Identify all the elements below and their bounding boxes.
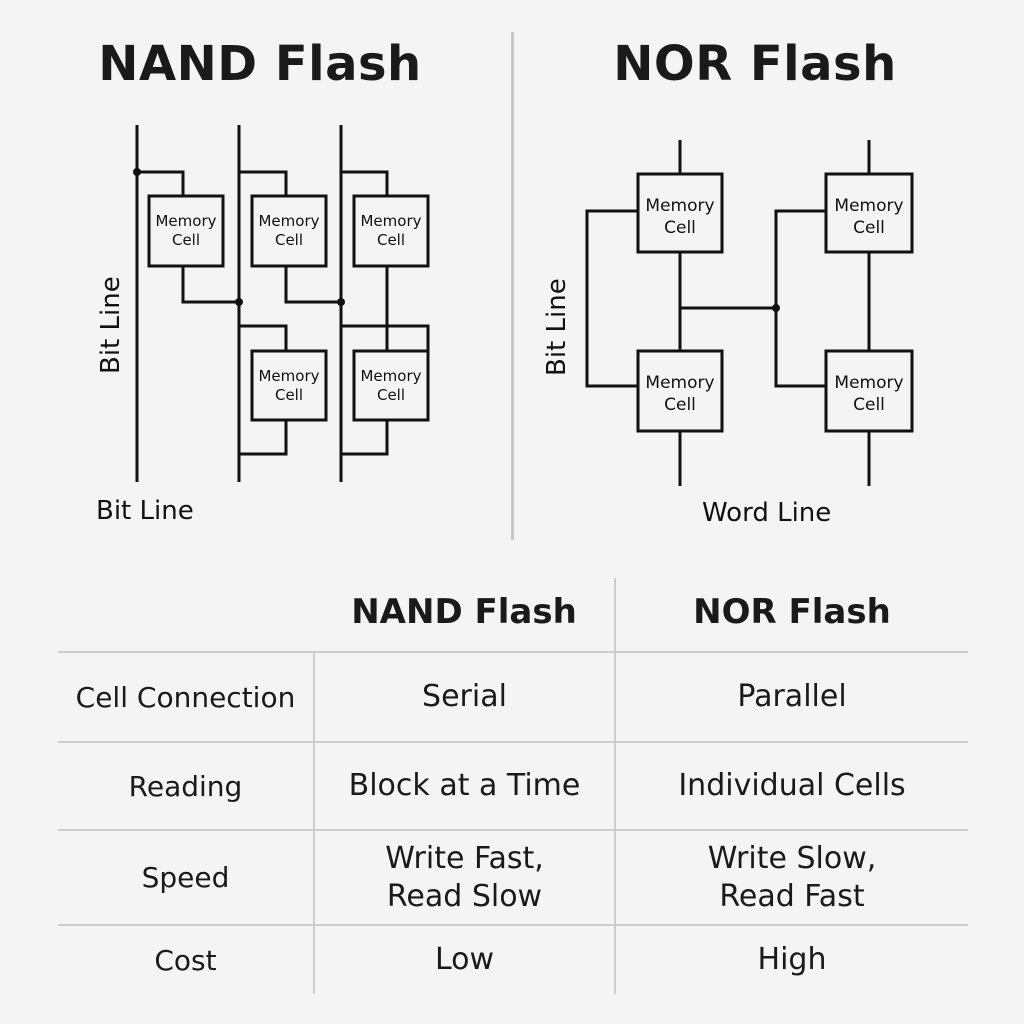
svg-text:Cell: Cell <box>664 218 696 238</box>
junction-dot <box>337 298 345 306</box>
svg-text:Cell: Cell <box>275 231 303 249</box>
svg-text:Cell: Cell <box>275 386 303 404</box>
nor-wire <box>585 209 638 388</box>
nor-wire <box>774 209 826 388</box>
nand-wire <box>341 420 389 456</box>
nand-memory-cell: Memory Cell <box>250 349 328 422</box>
table-header-nand: NAND Flash <box>351 592 577 632</box>
svg-text:Memory: Memory <box>258 367 319 385</box>
table-cell-nor: Parallel <box>737 679 847 715</box>
nor-bottom-label: Word Line <box>702 498 832 528</box>
nand-memory-cell: Memory Cell <box>352 194 430 268</box>
nand-wire <box>341 170 389 196</box>
table-divider <box>614 578 616 994</box>
table-cell-nor: Write Slow, Read Fast <box>707 841 877 914</box>
table-header-nor: NOR Flash <box>693 592 891 632</box>
nand-memory-cell: Memory Cell <box>352 349 430 422</box>
table-cell-nand: Serial <box>422 679 507 715</box>
table-row-label: Cost <box>154 943 217 977</box>
svg-text:Cell: Cell <box>377 386 405 404</box>
table-cell-nor: High <box>757 942 827 978</box>
svg-text:Cell: Cell <box>664 395 696 415</box>
table-divider <box>58 924 968 926</box>
nand-wire <box>137 170 185 196</box>
nand-wire <box>239 420 288 456</box>
nand-diagram: Memory Cell Memory Cell Memory Cell Memo… <box>133 125 430 482</box>
svg-text:Memory: Memory <box>645 196 714 216</box>
table-divider <box>313 652 315 994</box>
nor-memory-cell: Memory Cell <box>636 349 724 433</box>
nor-diagram-title: NOR Flash <box>613 36 897 92</box>
nand-wire <box>284 266 341 304</box>
nor-diagram: Memory Cell Memory Cell Memory Cell Memo… <box>585 140 914 486</box>
junction-dot <box>235 298 243 306</box>
svg-text:Cell: Cell <box>377 231 405 249</box>
nand-memory-cell: Memory Cell <box>250 194 328 268</box>
nand-wire <box>181 266 239 304</box>
nand-bottom-label: Bit Line <box>96 496 194 526</box>
table-divider <box>58 651 968 653</box>
nor-memory-cell: Memory Cell <box>824 172 914 254</box>
table-divider <box>58 741 968 743</box>
nor-memory-cell: Memory Cell <box>824 349 914 433</box>
nand-memory-cell: Memory Cell <box>147 194 225 268</box>
svg-text:Memory: Memory <box>155 212 216 230</box>
nand-wire <box>239 324 288 351</box>
table-cell-nor: Individual Cells <box>678 768 906 804</box>
junction-dot <box>772 304 780 312</box>
svg-text:Memory: Memory <box>360 212 421 230</box>
svg-text:Memory: Memory <box>258 212 319 230</box>
svg-text:Memory: Memory <box>834 196 903 216</box>
table-cell-nand: Low <box>434 942 495 978</box>
table-divider <box>58 829 968 831</box>
comparison-table: NAND Flash NOR Flash Cell Connection Ser… <box>58 578 968 994</box>
svg-text:Memory: Memory <box>360 367 421 385</box>
svg-text:Memory: Memory <box>834 373 903 393</box>
nor-memory-cell: Memory Cell <box>636 172 724 254</box>
svg-text:Memory: Memory <box>645 373 714 393</box>
svg-text:Cell: Cell <box>853 395 885 415</box>
junction-dot <box>133 168 141 176</box>
table-row-label: Cell Connection <box>75 680 296 714</box>
table-row-label: Reading <box>128 769 243 803</box>
table-cell-nand: Block at a Time <box>348 768 581 804</box>
table-cell-nand: Write Fast, Read Slow <box>385 841 544 914</box>
nor-side-label: Bit Line <box>542 278 572 376</box>
table-row-label: Speed <box>141 861 230 894</box>
svg-text:Cell: Cell <box>853 218 885 238</box>
nand-wire <box>239 170 288 196</box>
section-divider <box>511 32 514 540</box>
svg-text:Cell: Cell <box>172 231 200 249</box>
nand-diagram-title: NAND Flash <box>98 36 422 92</box>
